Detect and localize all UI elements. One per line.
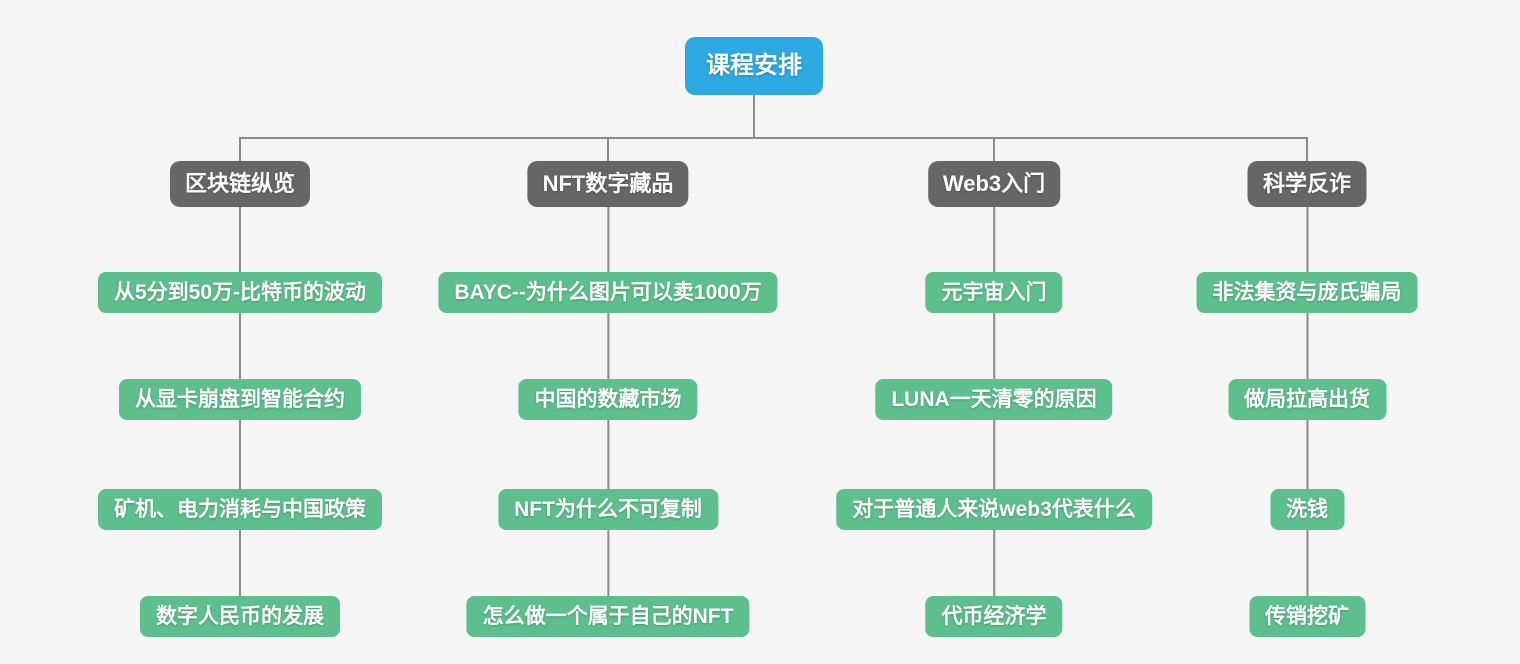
- branch-node[interactable]: Web3入门: [927, 161, 1061, 207]
- connector: [239, 313, 241, 379]
- connector-branch-stub: [239, 137, 241, 161]
- branch-column-antifraud: 科学反诈 非法集资与庞氏骗局 做局拉高出货 洗钱 传销挖矿: [1196, 161, 1418, 637]
- branch-column-web3: Web3入门 元宇宙入门 LUNA一天清零的原因 对于普通人来说web3代表什么…: [836, 161, 1152, 637]
- leaf-node[interactable]: LUNA一天清零的原因: [875, 379, 1113, 420]
- leaf-node[interactable]: 数字人民币的发展: [140, 596, 340, 637]
- branch-node[interactable]: 区块链纵览: [169, 161, 310, 207]
- leaf-node[interactable]: 中国的数藏市场: [518, 379, 698, 420]
- connector: [993, 207, 995, 272]
- leaf-node[interactable]: 传销挖矿: [1249, 596, 1365, 637]
- connector: [607, 313, 609, 379]
- leaf-node[interactable]: 非法集资与庞氏骗局: [1196, 272, 1418, 313]
- connector: [993, 420, 995, 489]
- connector: [1306, 207, 1308, 272]
- connector: [1306, 420, 1308, 489]
- branch-node[interactable]: 科学反诈: [1247, 161, 1366, 207]
- root-node[interactable]: 课程安排: [685, 37, 823, 95]
- connector: [1306, 313, 1308, 379]
- connector: [239, 207, 241, 272]
- connector-branch-stub: [993, 137, 995, 161]
- branch-column-nft: NFT数字藏品 BAYC--为什么图片可以卖1000万 中国的数藏市场 NFT为…: [438, 161, 778, 637]
- leaf-node[interactable]: 从5分到50万-比特币的波动: [97, 272, 383, 313]
- connector: [607, 207, 609, 272]
- leaf-node[interactable]: 怎么做一个属于自己的NFT: [466, 596, 750, 637]
- leaf-node[interactable]: 从显卡崩盘到智能合约: [119, 379, 361, 420]
- connector: [993, 530, 995, 596]
- branch-node[interactable]: NFT数字藏品: [527, 161, 689, 207]
- leaf-node[interactable]: 矿机、电力消耗与中国政策: [98, 489, 382, 530]
- leaf-node[interactable]: 元宇宙入门: [925, 272, 1063, 313]
- leaf-node[interactable]: 做局拉高出货: [1228, 379, 1386, 420]
- connector: [607, 420, 609, 489]
- connector: [607, 530, 609, 596]
- connector-branch-stub: [1306, 137, 1308, 161]
- leaf-node[interactable]: 对于普通人来说web3代表什么: [836, 489, 1152, 530]
- connector: [239, 420, 241, 489]
- connector: [239, 530, 241, 596]
- branch-column-blockchain: 区块链纵览 从5分到50万-比特币的波动 从显卡崩盘到智能合约 矿机、电力消耗与…: [97, 161, 383, 637]
- connector: [993, 313, 995, 379]
- leaf-node[interactable]: NFT为什么不可复制: [498, 489, 718, 530]
- connector-horizontal-bar: [239, 137, 1308, 139]
- connector-root-stem: [753, 95, 755, 138]
- leaf-node[interactable]: BAYC--为什么图片可以卖1000万: [438, 272, 778, 313]
- connector-branch-stub: [607, 137, 609, 161]
- leaf-node[interactable]: 代币经济学: [925, 596, 1063, 637]
- connector: [1306, 530, 1308, 596]
- leaf-node[interactable]: 洗钱: [1270, 489, 1344, 530]
